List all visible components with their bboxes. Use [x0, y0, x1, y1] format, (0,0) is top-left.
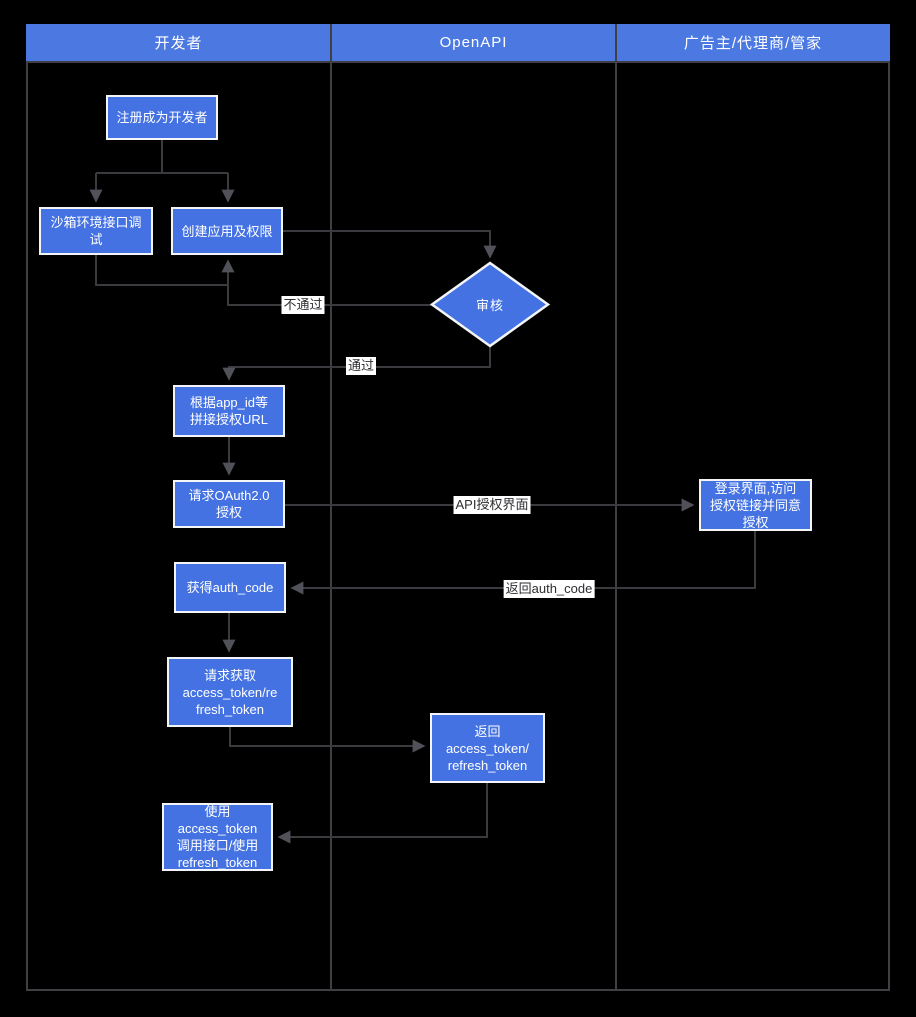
- node-request-token-label: 请求获取 access_token/re fresh_token: [182, 667, 278, 717]
- node-return-token: 返回 access_token/ refresh_token: [430, 713, 545, 783]
- edge-label-pass: 通过: [345, 357, 377, 375]
- node-request-oauth: 请求OAuth2.0 授权: [173, 480, 285, 528]
- lane-header-advertiser: 广告主/代理商/管家: [683, 35, 823, 52]
- node-register-label: 注册成为开发者: [116, 110, 208, 125]
- node-request-oauth-label: 请求OAuth2.0 授权: [188, 488, 270, 520]
- node-request-token: 请求获取 access_token/re fresh_token: [167, 657, 293, 727]
- node-sandbox-debug-label: 沙箱环境接口调 试: [50, 215, 142, 247]
- node-create-app: 创建应用及权限: [171, 207, 283, 255]
- node-get-auth-code: 获得auth_code: [174, 562, 286, 613]
- node-return-token-label: 返回 access_token/ refresh_token: [445, 723, 530, 773]
- node-register: 注册成为开发者: [106, 95, 218, 140]
- node-create-app-label: 创建应用及权限: [181, 223, 273, 239]
- lane-header-row: 开发者 OpenAPI 广告主/代理商/管家: [26, 24, 890, 63]
- lane-divider-1: [330, 24, 332, 991]
- node-use-token: 使用 access_token 调用接口/使用 refresh_token: [162, 803, 273, 871]
- lane-divider-2: [615, 24, 617, 991]
- edge-label-api-auth-page: API授权界面: [453, 496, 531, 514]
- node-use-token-label: 使用 access_token 调用接口/使用 refresh_token: [176, 804, 259, 870]
- node-build-auth-url-label: 根据app_id等 拼接授权URL: [189, 395, 269, 427]
- node-build-auth-url: 根据app_id等 拼接授权URL: [173, 385, 285, 437]
- lane-header-openapi: OpenAPI: [439, 34, 508, 51]
- node-sandbox-debug: 沙箱环境接口调 试: [39, 207, 153, 255]
- node-login-authorize: 登录界面,访问 授权链接并同意 授权: [699, 479, 812, 531]
- lane-header-developer: 开发者: [154, 35, 203, 52]
- node-get-auth-code-label: 获得auth_code: [186, 580, 274, 595]
- review-diamond-label: 审核: [475, 298, 504, 313]
- edge-label-fail: 不通过: [281, 296, 325, 314]
- node-login-authorize-label: 登录界面,访问 授权链接并同意 授权: [709, 480, 801, 530]
- edge-label-return-auth-code: 返回auth_code: [503, 580, 595, 598]
